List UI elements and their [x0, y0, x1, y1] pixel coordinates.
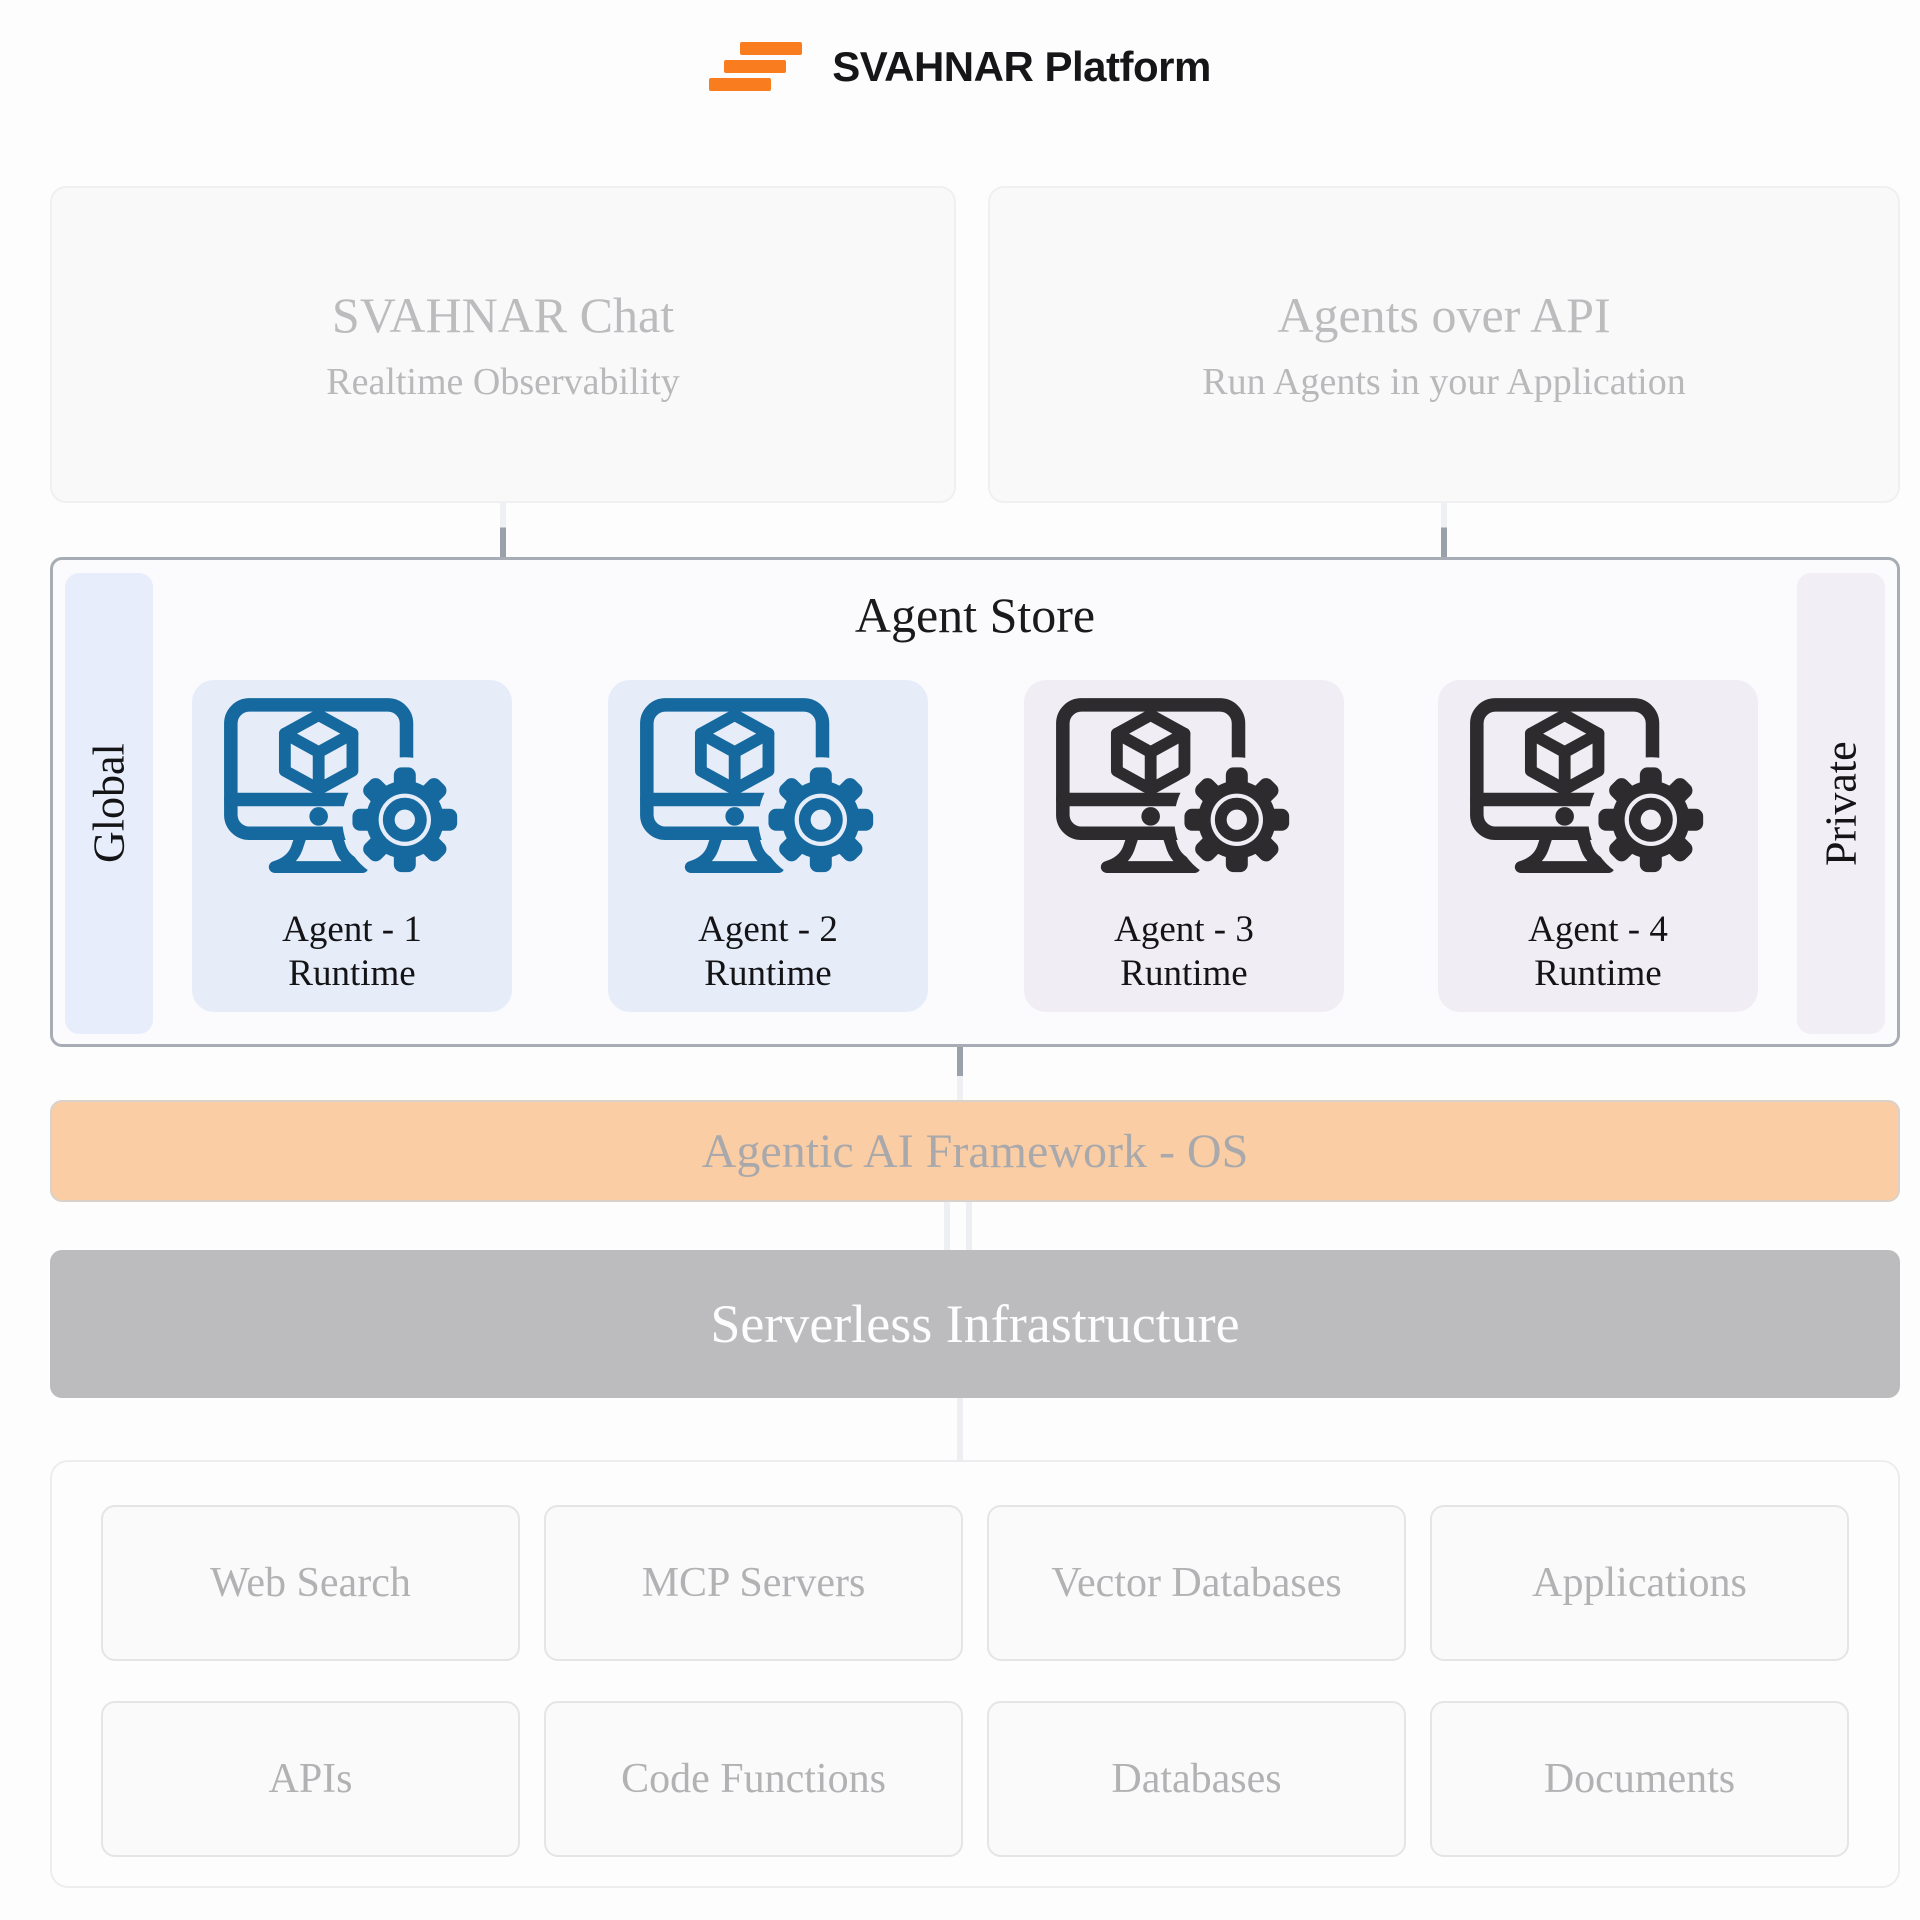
- agents-over-api-title: Agents over API: [1277, 286, 1611, 343]
- agent-card-label: Agent - 1 Runtime: [282, 909, 422, 995]
- header: SVAHNAR Platform: [0, 42, 1920, 91]
- resource-vector-databases: Vector Databases: [987, 1505, 1406, 1661]
- agents-over-api-subtitle: Run Agents in your Application: [1202, 360, 1686, 403]
- agent-runtime-icon: [640, 698, 884, 883]
- gear-icon: [1174, 757, 1300, 883]
- agent-card-label: Agent - 3 Runtime: [1114, 909, 1254, 995]
- svahnar-chat-box: SVAHNAR Chat Realtime Observability: [50, 186, 956, 503]
- agent-card-label: Agent - 2 Runtime: [698, 909, 838, 995]
- gear-icon: [758, 757, 884, 883]
- resource-databases: Databases: [987, 1701, 1406, 1857]
- gear-icon: [1588, 757, 1714, 883]
- agentic-framework-bar: Agentic AI Framework - OS: [50, 1100, 1900, 1202]
- resource-applications: Applications: [1430, 1505, 1849, 1661]
- serverless-infrastructure-label: Serverless Infrastructure: [710, 1294, 1240, 1354]
- connector-api-to-store: [1441, 503, 1447, 557]
- agent-card-4: Agent - 4 Runtime: [1438, 680, 1758, 1012]
- serverless-infrastructure-bar: Serverless Infrastructure: [50, 1250, 1900, 1398]
- gear-icon: [342, 757, 468, 883]
- resource-code-functions: Code Functions: [544, 1701, 963, 1857]
- agent-card-label: Agent - 4 Runtime: [1528, 909, 1668, 995]
- resources-box: Web Search MCP Servers Vector Databases …: [50, 1460, 1900, 1888]
- connector-framework-to-infra-right: [966, 1202, 972, 1250]
- connector-infra-to-resources: [957, 1398, 963, 1460]
- global-tag: Global: [65, 573, 153, 1034]
- page-title: SVAHNAR Platform: [832, 42, 1211, 90]
- resource-apis: APIs: [101, 1701, 520, 1857]
- agent-runtime-icon: [224, 698, 468, 883]
- agent-card-3: Agent - 3 Runtime: [1024, 680, 1344, 1012]
- connector-chat-to-store: [500, 503, 506, 557]
- svahnar-chat-subtitle: Realtime Observability: [326, 360, 680, 403]
- private-tag: Private: [1797, 573, 1885, 1034]
- logo-bar: [709, 78, 772, 91]
- svahnar-chat-title: SVAHNAR Chat: [331, 286, 675, 343]
- svahnar-logo-icon: [709, 42, 803, 91]
- agents-over-api-box: Agents over API Run Agents in your Appli…: [988, 186, 1900, 503]
- agent-runtime-icon: [1470, 698, 1714, 883]
- agent-store-box: Agent Store Global Private: [50, 557, 1900, 1047]
- resource-mcp-servers: MCP Servers: [544, 1505, 963, 1661]
- logo-bar: [740, 42, 803, 55]
- agent-store-title: Agent Store: [854, 587, 1096, 643]
- connector-framework-to-infra-left: [944, 1202, 950, 1250]
- resource-web-search: Web Search: [101, 1505, 520, 1661]
- agent-runtime-icon: [1056, 698, 1300, 883]
- resource-documents: Documents: [1430, 1701, 1849, 1857]
- connector-store-to-framework: [957, 1047, 963, 1100]
- logo-bar: [724, 60, 787, 73]
- agent-card-2: Agent - 2 Runtime: [608, 680, 928, 1012]
- agent-card-1: Agent - 1 Runtime: [192, 680, 512, 1012]
- agentic-framework-label: Agentic AI Framework - OS: [701, 1124, 1249, 1178]
